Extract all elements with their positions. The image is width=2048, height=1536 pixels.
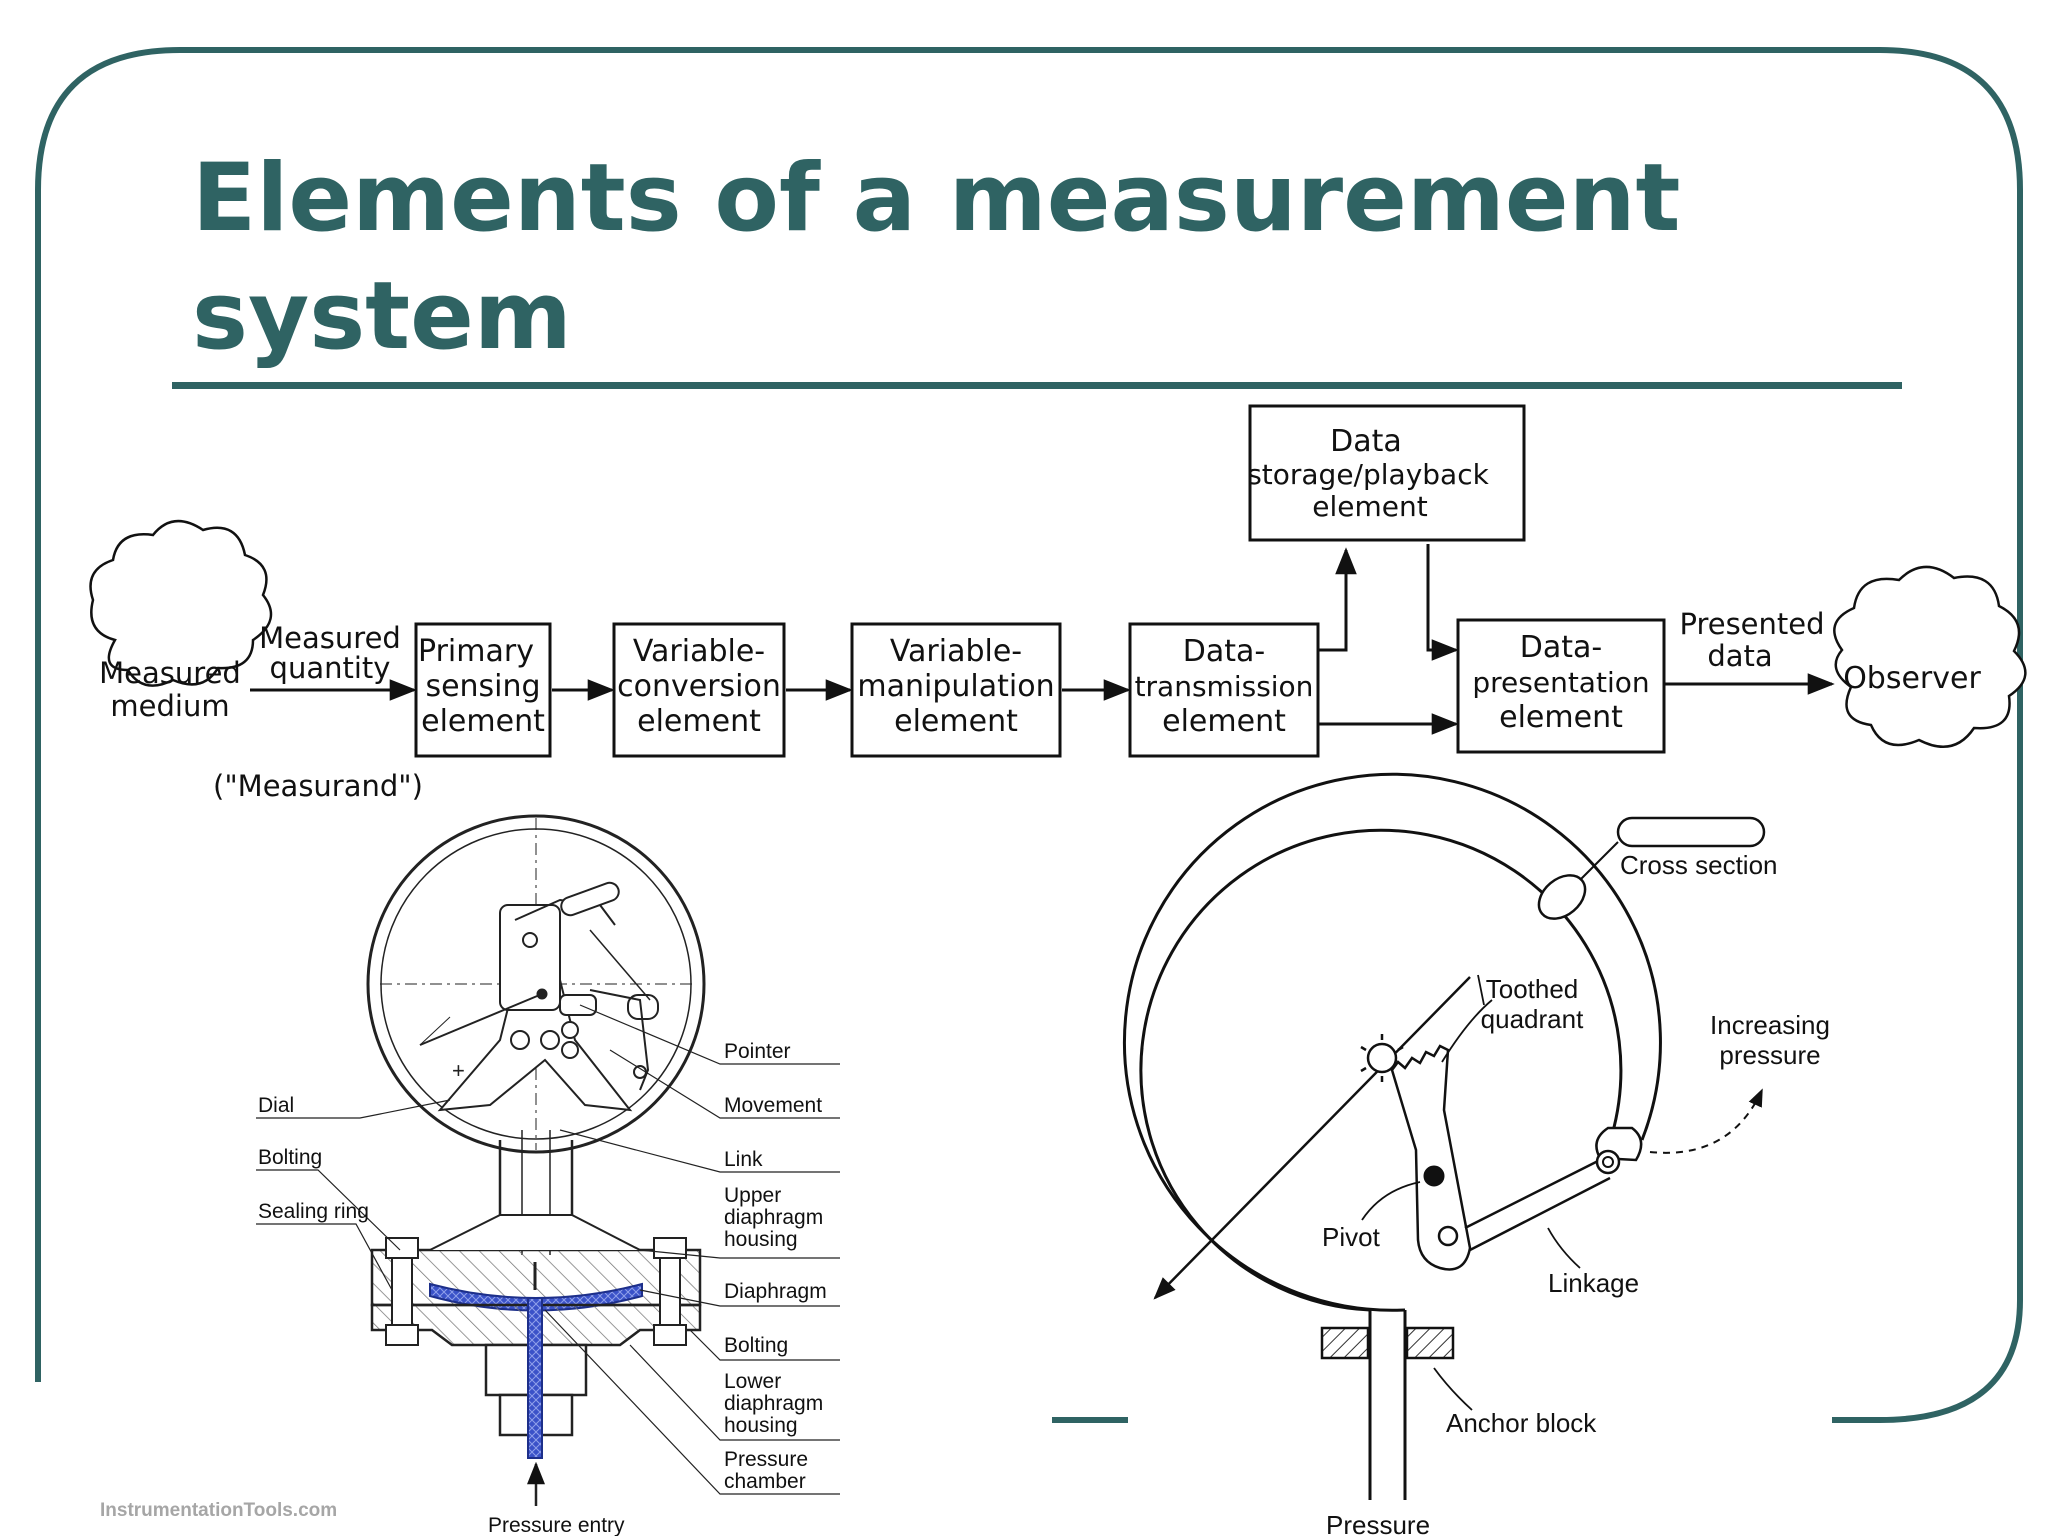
anchor-block-left xyxy=(1320,1326,1370,1360)
block-text: transmission xyxy=(1135,670,1314,703)
label-bolting-left: Bolting xyxy=(258,1146,322,1169)
primary-sensing-element-block: Primary sensing element xyxy=(414,622,552,758)
block-text: Data- xyxy=(1183,634,1265,669)
measured-quantity-label-1: Measured xyxy=(259,621,401,655)
label-bolting-right: Bolting xyxy=(724,1334,788,1357)
label-increasing-pressure-1: Increasing xyxy=(1710,1010,1830,1040)
block-text: Data xyxy=(1330,424,1402,459)
block-text: conversion xyxy=(617,669,781,704)
block-text: element xyxy=(1162,704,1286,739)
arrow-storage-to-presentation xyxy=(1426,544,1459,661)
watermark-text: InstrumentationTools.com xyxy=(100,1500,338,1521)
label-diaphragm: Diaphragm xyxy=(724,1280,827,1303)
title-line-2: system xyxy=(192,262,572,371)
title-line-1: Elements of a measurement xyxy=(192,144,1681,253)
observer-cloud: Observer xyxy=(1833,565,2027,748)
cloud-text-line-1: Measured xyxy=(99,656,241,690)
measured-medium-cloud: Measured medium xyxy=(89,520,273,723)
block-text: element xyxy=(894,704,1018,739)
label-upper-housing-2: diaphragm xyxy=(724,1206,823,1229)
variable-conversion-element-block: Variable- conversion element xyxy=(612,622,786,758)
label-linkage: Linkage xyxy=(1548,1268,1639,1298)
label-cross-section: Cross section xyxy=(1620,850,1778,880)
data-presentation-element-block: Data- presentation element xyxy=(1456,618,1666,754)
cloud-text-line-2: medium xyxy=(110,689,229,723)
label-lower-housing-3: housing xyxy=(724,1414,798,1437)
block-text: element xyxy=(421,704,545,739)
slide-title: Elements of a measurement system xyxy=(192,140,1792,376)
bourdon-tube-gauge: Cross section Toothed quadrant Increasin… xyxy=(1122,772,1830,1536)
label-upper-housing-3: housing xyxy=(724,1228,798,1251)
block-text: storage/playback xyxy=(1247,458,1489,491)
diaphragm-pressure-gauge: + xyxy=(256,814,840,1536)
label-toothed-quadrant-1: Toothed xyxy=(1486,974,1579,1004)
anchor-block-right xyxy=(1405,1326,1455,1360)
presented-data-label-2: data xyxy=(1707,639,1772,673)
label-pressure-entry: Pressure entry xyxy=(488,1514,625,1536)
label-movement: Movement xyxy=(724,1094,822,1117)
label-lower-housing-2: diaphragm xyxy=(724,1392,823,1415)
label-pointer: Pointer xyxy=(724,1040,791,1063)
svg-text:+: + xyxy=(452,1058,465,1083)
block-text: presentation xyxy=(1472,666,1649,699)
label-anchor-block: Anchor block xyxy=(1446,1408,1597,1438)
label-upper-housing-1: Upper xyxy=(724,1184,781,1207)
label-toothed-quadrant-2: quadrant xyxy=(1481,1004,1584,1034)
block-text: element xyxy=(637,704,761,739)
label-pressure-chamber-2: chamber xyxy=(724,1470,806,1493)
block-text: Primary xyxy=(418,634,534,669)
block-text: Variable- xyxy=(633,634,765,669)
block-text: element xyxy=(1312,490,1427,523)
variable-manipulation-element-block: Variable- manipulation element xyxy=(850,622,1062,758)
label-link: Link xyxy=(724,1148,763,1171)
label-lower-housing-1: Lower xyxy=(724,1370,781,1393)
label-pressure-chamber-1: Pressure xyxy=(724,1448,808,1471)
measured-quantity-label-2: quantity xyxy=(270,651,391,685)
presented-data-label-1: Presented xyxy=(1679,607,1824,641)
block-text: Variable- xyxy=(890,634,1022,669)
label-sealing-ring: Sealing ring xyxy=(258,1200,369,1223)
observer-text: Observer xyxy=(1843,661,1981,696)
block-text: sensing xyxy=(425,669,540,704)
arrow-transmission-to-storage xyxy=(1318,547,1357,652)
block-text: Data- xyxy=(1520,630,1602,665)
measurand-note: ("Measurand") xyxy=(213,769,423,803)
data-storage-playback-element-block: Data storage/playback element xyxy=(1247,404,1526,542)
label-pivot: Pivot xyxy=(1322,1222,1381,1252)
title-underline xyxy=(172,382,1902,389)
block-text: manipulation xyxy=(857,669,1054,704)
label-dial: Dial xyxy=(258,1094,294,1117)
data-transmission-element-block: Data- transmission element xyxy=(1128,622,1320,758)
block-text: element xyxy=(1499,700,1623,735)
label-pressure: Pressure xyxy=(1326,1510,1430,1536)
label-increasing-pressure-2: pressure xyxy=(1719,1040,1820,1070)
measurement-block-diagram: Measured medium Measured quantity ("Meas… xyxy=(89,404,2027,803)
